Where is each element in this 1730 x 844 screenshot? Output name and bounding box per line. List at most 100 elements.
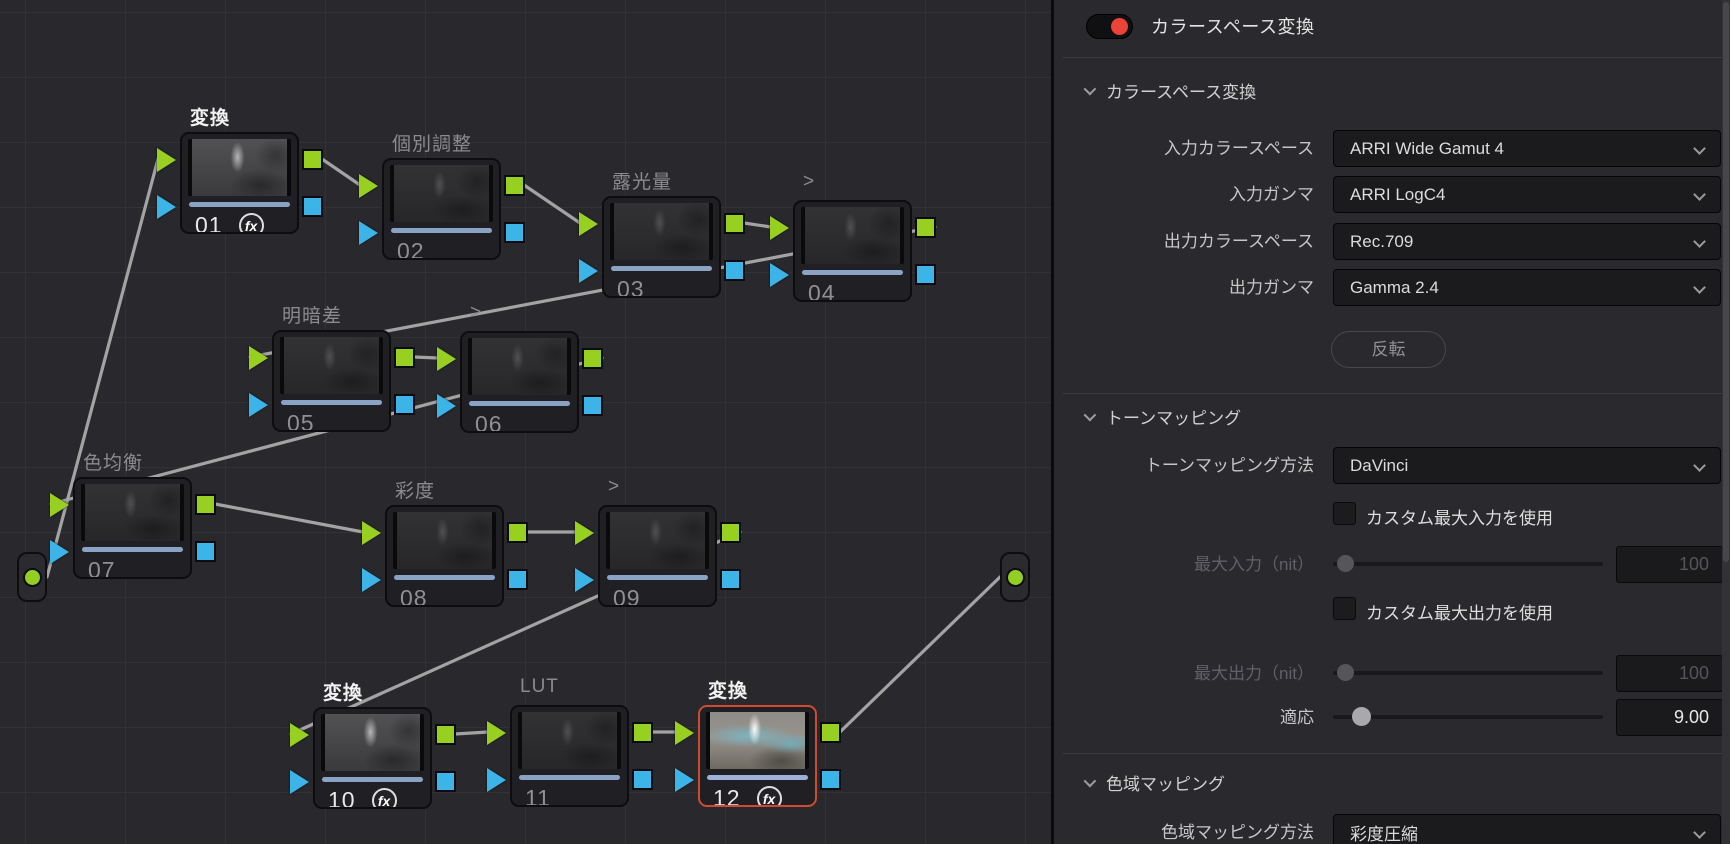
output-colorspace-label: 出力カラースペース (1163, 232, 1314, 251)
node-label: 変換 (708, 681, 749, 702)
key-input-port[interactable] (575, 568, 594, 592)
dropdown-value: ARRI LogC4 (1350, 184, 1446, 204)
input-gamma-dropdown[interactable]: ARRI LogC4 (1333, 176, 1721, 213)
rgb-input-port[interactable] (770, 216, 789, 240)
rgb-input-port[interactable] (675, 721, 694, 745)
fx-badge-icon: fx (371, 788, 397, 807)
key-output-port[interactable] (507, 569, 528, 590)
corrector-node-03[interactable]: 露光量 03 (579, 172, 745, 298)
node-label: 変換 (323, 683, 364, 704)
node-cache-bar (281, 400, 382, 405)
rgb-input-port[interactable] (290, 723, 309, 747)
rgb-input-port[interactable] (487, 721, 506, 745)
key-output-port[interactable] (820, 769, 841, 790)
slider-knob[interactable] (1337, 555, 1354, 572)
max-output-slider[interactable] (1333, 664, 1603, 681)
rgb-output-port[interactable] (915, 217, 936, 238)
key-output-port[interactable] (504, 222, 525, 243)
output-node[interactable] (1000, 552, 1030, 602)
tone-mapping-method-label: トーンマッピング方法 (1144, 456, 1314, 475)
scrollbar-thumb[interactable] (1723, 2, 1729, 562)
corrector-node-04[interactable]: > 04 (770, 171, 936, 302)
key-input-port[interactable] (675, 768, 694, 792)
node-label: 個別調整 (392, 134, 473, 155)
section-color-space-header[interactable]: カラースペース変換 (1083, 78, 1256, 103)
custom-max-input-checkbox[interactable] (1333, 502, 1356, 525)
key-input-port[interactable] (359, 221, 378, 245)
key-input-port[interactable] (437, 394, 456, 418)
key-output-port[interactable] (394, 394, 415, 415)
source-node[interactable] (17, 552, 47, 602)
corrector-node-02[interactable]: 個別調整 02 (359, 134, 525, 260)
corrector-node-08[interactable]: 彩度 08 (362, 481, 528, 607)
rgb-output-port[interactable] (507, 522, 528, 543)
rgb-output-port[interactable] (394, 347, 415, 368)
key-output-port[interactable] (302, 196, 323, 217)
key-output-port[interactable] (435, 771, 456, 792)
key-output-port[interactable] (915, 264, 936, 285)
rgb-input-port[interactable] (249, 346, 268, 370)
gamut-mapping-method-dropdown[interactable]: 彩度圧縮 (1333, 814, 1721, 844)
key-output-port[interactable] (195, 541, 216, 562)
rgb-output-port[interactable] (632, 722, 653, 743)
rgb-input-port[interactable] (362, 521, 381, 545)
custom-max-input-label: カスタム最大入力を使用 (1366, 509, 1553, 528)
key-input-port[interactable] (770, 263, 789, 287)
effect-enable-toggle[interactable] (1086, 13, 1133, 39)
corrector-node-05[interactable]: 明暗差 05 (249, 306, 415, 432)
rgb-input-port[interactable] (437, 347, 456, 371)
key-output-port[interactable] (720, 569, 741, 590)
corrector-node-10[interactable]: 変換 10 fx (290, 683, 456, 809)
adaptation-value[interactable]: 9.00 (1616, 699, 1723, 736)
key-input-port[interactable] (249, 393, 268, 417)
rgb-output-port[interactable] (582, 348, 603, 369)
key-input-port[interactable] (157, 195, 176, 219)
custom-max-output-checkbox[interactable] (1333, 597, 1356, 620)
rgb-input-port[interactable] (157, 148, 176, 172)
slider-knob[interactable] (1352, 707, 1371, 726)
node-thumbnail (706, 712, 809, 769)
rgb-output-port[interactable] (195, 494, 216, 515)
key-input-port[interactable] (362, 568, 381, 592)
corrector-node-09[interactable]: > 09 (575, 476, 741, 607)
key-input-port[interactable] (487, 768, 506, 792)
rgb-input-port[interactable] (50, 493, 69, 517)
rgb-output-port[interactable] (302, 149, 323, 170)
tone-mapping-method-dropdown[interactable]: DaVinci (1333, 447, 1721, 484)
rgb-input-port[interactable] (359, 174, 378, 198)
section-gamut-mapping-header[interactable]: 色域マッピング (1083, 770, 1225, 795)
node-cache-bar (391, 228, 492, 233)
rgb-output-port[interactable] (720, 522, 741, 543)
output-gamma-dropdown[interactable]: Gamma 2.4 (1333, 269, 1721, 306)
max-output-value[interactable]: 100 (1616, 655, 1723, 692)
panel-scrollbar[interactable] (1722, 0, 1730, 844)
adaptation-slider[interactable] (1333, 707, 1603, 726)
section-tone-mapping-header[interactable]: トーンマッピング (1083, 404, 1241, 429)
key-input-port[interactable] (579, 259, 598, 283)
rgb-output-port[interactable] (435, 724, 456, 745)
key-output-port[interactable] (632, 769, 653, 790)
invert-button[interactable]: 反転 (1331, 331, 1446, 368)
slider-knob[interactable] (1337, 664, 1354, 681)
max-input-slider[interactable] (1333, 555, 1603, 572)
corrector-node-07[interactable]: 色均衡 07 (50, 453, 216, 579)
input-colorspace-dropdown[interactable]: ARRI Wide Gamut 4 (1333, 130, 1721, 167)
key-input-port[interactable] (290, 770, 309, 794)
rgb-input-port[interactable] (579, 212, 598, 236)
output-colorspace-dropdown[interactable]: Rec.709 (1333, 223, 1721, 260)
node-number: 10 (328, 787, 356, 809)
rgb-output-port[interactable] (504, 175, 525, 196)
rgb-output-port[interactable] (724, 213, 745, 234)
corrector-node-06[interactable]: > 06 (437, 302, 603, 433)
key-output-port[interactable] (582, 395, 603, 416)
rgb-input-port[interactable] (575, 521, 594, 545)
corrector-node-11[interactable]: LUT 11 (487, 676, 653, 807)
max-input-value[interactable]: 100 (1616, 546, 1723, 583)
key-input-port[interactable] (50, 540, 69, 564)
rgb-output-port[interactable] (820, 722, 841, 743)
key-output-port[interactable] (724, 260, 745, 281)
dropdown-value: ARRI Wide Gamut 4 (1350, 138, 1504, 158)
